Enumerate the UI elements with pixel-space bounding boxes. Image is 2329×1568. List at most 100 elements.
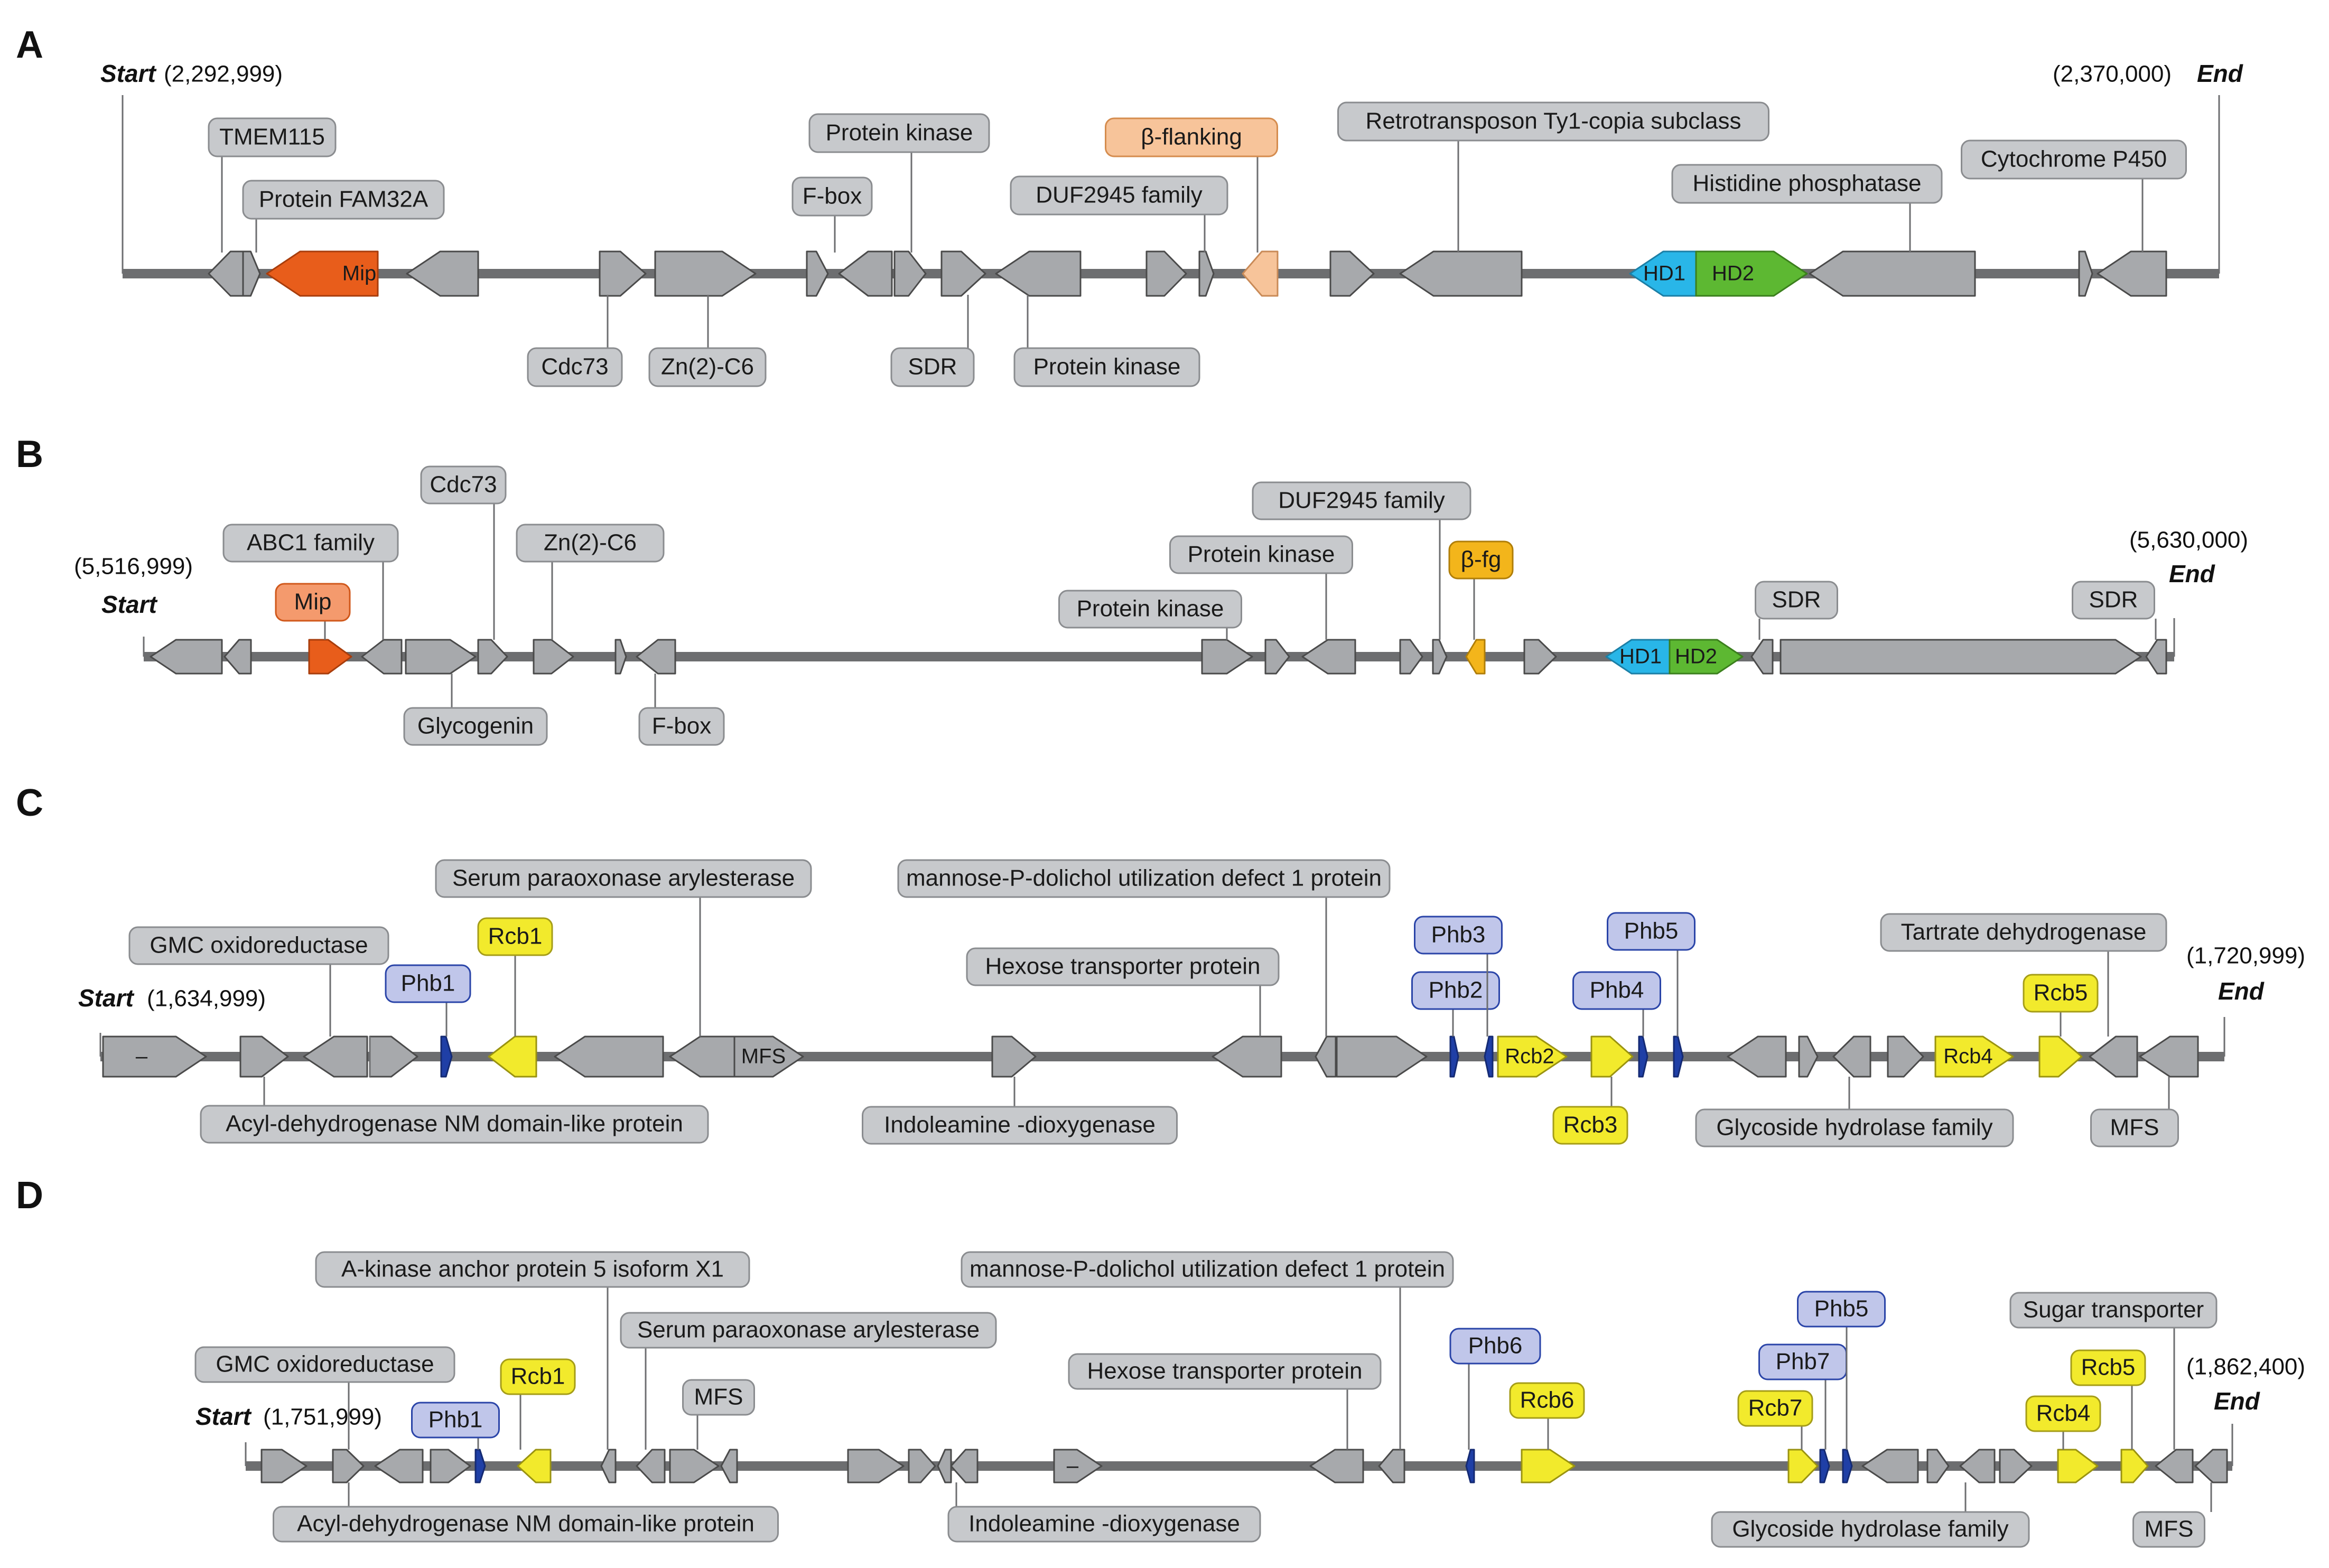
gene-label: Protein kinase (826, 120, 973, 146)
gene-label: A-kinase anchor protein 5 isoform X1 (341, 1256, 724, 1282)
panel-letter: D (16, 1174, 43, 1217)
gene-arrow (937, 1449, 952, 1483)
gene-arrow (369, 1035, 418, 1078)
gene-label: Phb1 (401, 970, 455, 996)
end-label: End (2197, 60, 2243, 87)
scaffold-backbone (246, 1461, 2232, 1471)
start-coord: (2,292,999) (164, 61, 283, 87)
gene-arrow (1329, 250, 1375, 297)
phb-gene (1449, 1035, 1459, 1078)
gene-label-box (1961, 139, 2187, 180)
gene-label: Mip (294, 589, 332, 615)
gene-label: Phb4 (1590, 977, 1644, 1003)
start-label: Start (78, 984, 134, 1012)
gene-label: Rcb6 (1520, 1387, 1575, 1413)
phb-gene (474, 1449, 486, 1483)
gene-arrow (2139, 1035, 2199, 1078)
gene-label: Phb3 (1431, 922, 1486, 948)
gene-arrow (2145, 639, 2167, 675)
gene-label-box (1105, 117, 1278, 157)
gene-label-box (273, 1506, 779, 1543)
gene-arrow (2089, 1035, 2138, 1078)
gene-arrow (838, 250, 893, 297)
end-label: End (2214, 1387, 2260, 1415)
start-label: Start (100, 60, 156, 87)
gene-label: Rcb5 (2034, 980, 2088, 1006)
gene-label-box (2072, 581, 2155, 620)
gene-label: Zn(2)-C6 (661, 354, 754, 380)
gene-label-box (385, 964, 471, 1003)
gene-label-box (648, 347, 767, 387)
gene-name: Mip (342, 262, 376, 285)
gene-label-box (516, 524, 665, 563)
gene-arrow (1780, 639, 2142, 675)
gene-arrow (1212, 1035, 1282, 1078)
gene-label-box (808, 113, 990, 153)
gene-arrow (260, 1449, 308, 1483)
gene-label-box (242, 180, 445, 220)
hd2-gene (1669, 639, 1744, 675)
gene-label: Cytochrome P450 (1981, 146, 2167, 172)
gene-label: GMC oxidoreductase (150, 932, 368, 958)
gene-label: Protein kinase (1077, 596, 1224, 622)
gene-label-box (862, 1106, 1178, 1145)
end-coord: (2,370,000) (2053, 61, 2172, 87)
gene-arrow (430, 1449, 471, 1483)
gene-label-box (2132, 1511, 2205, 1548)
panel-letter: A (16, 24, 43, 66)
gene-arrow (223, 639, 252, 675)
gene-label: Cdc73 (541, 354, 608, 380)
gene-label: SDR (1772, 587, 1821, 613)
end-coord: (1,720,999) (2186, 943, 2305, 969)
gene-arrow (600, 1449, 617, 1483)
gene-label: F-box (803, 183, 862, 209)
rcb-gene (2120, 1449, 2149, 1483)
gene-label: Zn(2)-C6 (544, 530, 637, 556)
gene-label: mannose-P-dolichol utilization defect 1 … (970, 1256, 1445, 1282)
gene-label-box (1607, 912, 1695, 951)
gene-arrow (554, 1035, 664, 1078)
gene-label: Glycogenin (417, 713, 534, 739)
gene-label-box (435, 859, 812, 898)
gene-arrow (636, 1449, 666, 1483)
gene-arrow (599, 250, 647, 297)
gene-label-box (1552, 1106, 1628, 1145)
gene-arrow (150, 639, 223, 675)
gene-label-box (1337, 101, 1769, 142)
gene-arrow (847, 1449, 905, 1483)
gene-arrow (1264, 639, 1290, 675)
gene-label: Rcb5 (2081, 1355, 2136, 1380)
end-coord: (1,862,400) (2186, 1354, 2305, 1380)
gene-label: DUF2945 family (1036, 182, 1202, 208)
gene-arrow (2194, 1449, 2228, 1483)
gene-label-box (1010, 175, 1228, 216)
gene-label: Phb6 (1468, 1333, 1523, 1359)
gene-arrow (2155, 1449, 2194, 1483)
gene-arrow (1523, 639, 1557, 675)
gene-arrow (1309, 1449, 1364, 1483)
gene-label-box (961, 1251, 1454, 1288)
gene-label-box (1414, 916, 1503, 955)
gene-label-box (2025, 1395, 2101, 1432)
hd2-gene (1695, 250, 1808, 297)
gene-arrow (893, 250, 927, 297)
gene-label-box (947, 1506, 1261, 1543)
gene-label: β-flanking (1141, 124, 1242, 150)
gene-label-box (1671, 164, 1943, 204)
gene-label-box (403, 707, 548, 746)
gene-label: TMEM115 (219, 124, 325, 150)
gene-label-box (2009, 1292, 2218, 1329)
gene-label-box (477, 917, 553, 956)
start-coord: (1,634,999) (147, 986, 266, 1012)
gene-label: SDR (2089, 587, 2138, 613)
gene-arrow (1336, 1035, 1428, 1078)
gene-label-box (222, 524, 399, 563)
gene-label: Tartrate dehydrogenase (1901, 919, 2147, 945)
gene-label-box (420, 465, 507, 505)
panel-letter: B (16, 433, 43, 475)
gene-arrow (940, 250, 986, 297)
gene-arrow (614, 639, 627, 675)
gene-label-box (897, 859, 1391, 898)
gene-label-box (1509, 1382, 1585, 1419)
gene-arrow (908, 1449, 936, 1483)
